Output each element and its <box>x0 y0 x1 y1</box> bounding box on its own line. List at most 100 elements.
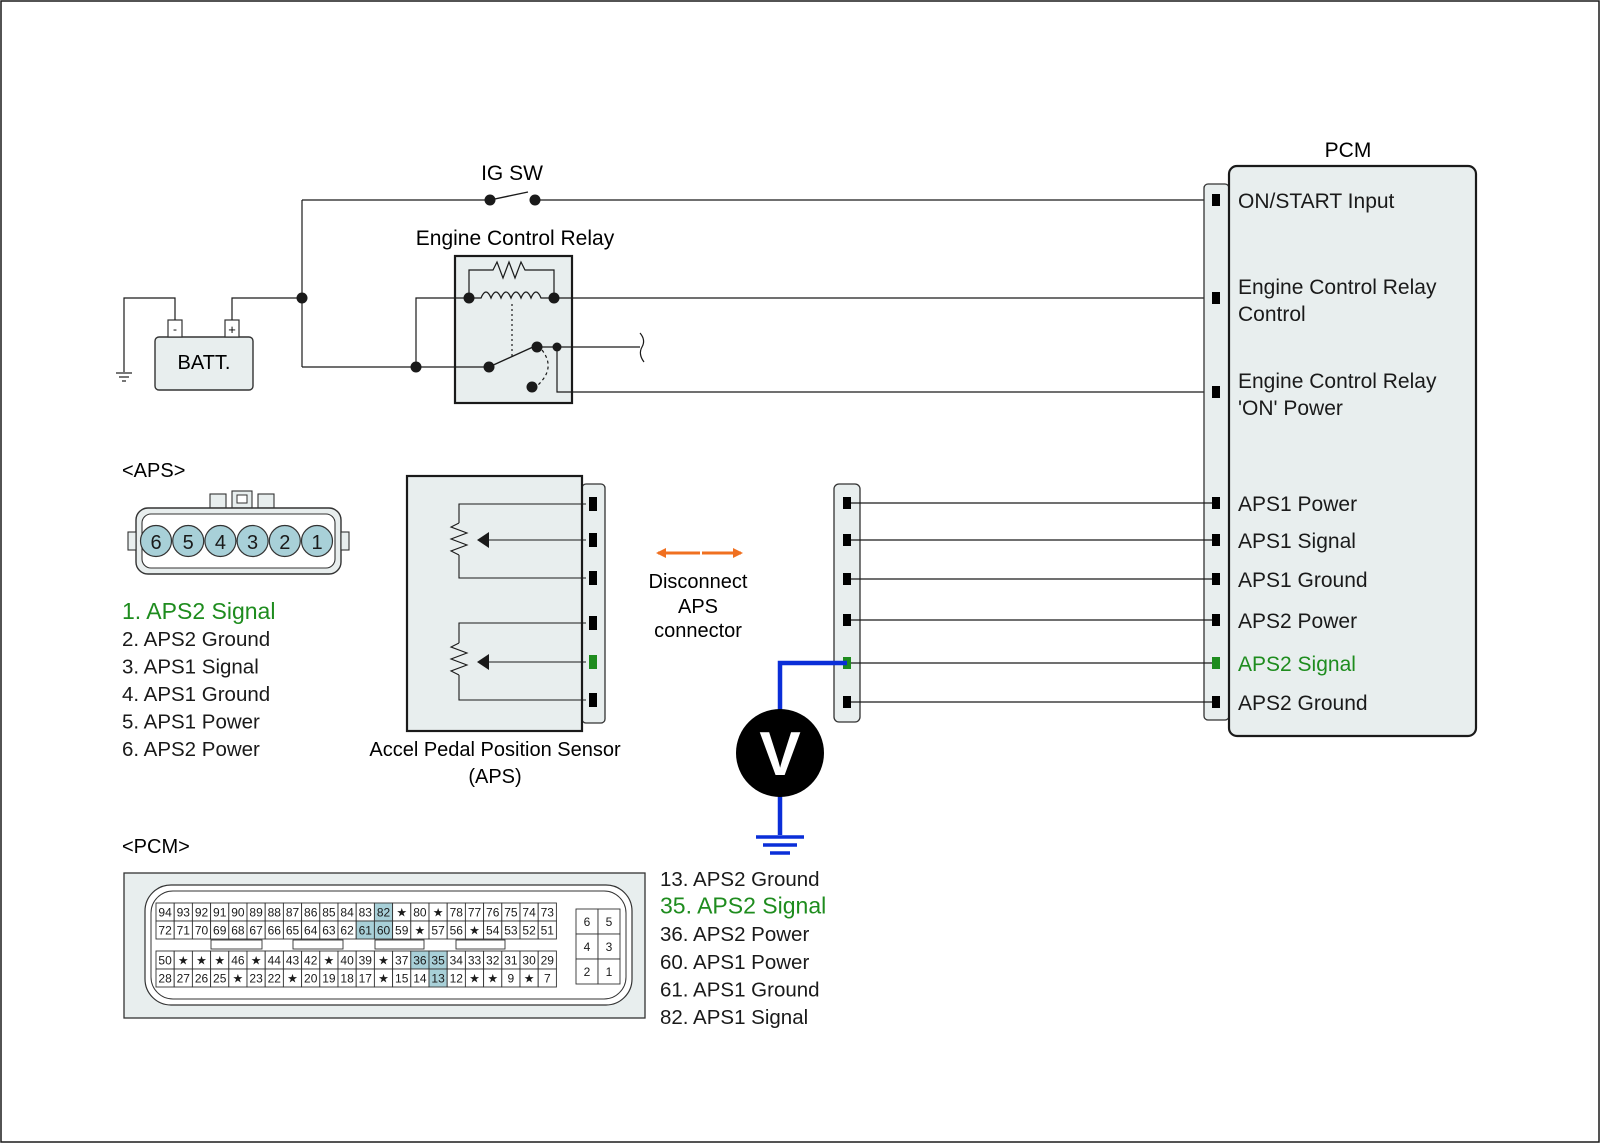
pcm-connector-pin-number: 53 <box>504 924 518 938</box>
pcm-connector-pin-number: ★ <box>196 954 207 968</box>
pcm-connector-pin-number: 67 <box>249 924 263 938</box>
sensor-pin-terminal <box>589 571 597 585</box>
sensor-pin-terminal <box>589 497 597 511</box>
aps-legend-item: 1. APS2 Signal <box>122 598 275 624</box>
pcm-connector-pin-number: 23 <box>249 972 263 986</box>
pcm-connector-key <box>374 939 425 950</box>
sensor-pin-terminal <box>589 533 597 547</box>
pcm-connector-pin-number: 32 <box>486 954 500 968</box>
pcm-legend-item: 36. APS2 Power <box>660 923 809 946</box>
pcm-connector-pin-number: 86 <box>304 906 318 920</box>
sensor-label-line2: (APS) <box>468 766 521 788</box>
igsw-label: IG SW <box>481 162 543 185</box>
pcm-connector-pin-number: 87 <box>286 906 300 920</box>
pcm-pin-label: APS2 Power <box>1238 610 1357 633</box>
pcm-pin-label: APS1 Ground <box>1238 569 1368 592</box>
pcm-connector-pin-number: 43 <box>286 954 300 968</box>
pcm-pin-terminal <box>1212 696 1220 708</box>
pcm-connector-pin-number: ★ <box>415 924 426 938</box>
pcm-connector-pin-number: 19 <box>322 972 336 986</box>
pcm-connector-pin-number: 46 <box>231 954 245 968</box>
pcm-connector-pin-number: 82 <box>377 906 391 920</box>
sensor-pin-terminal <box>589 655 597 669</box>
battery-label: BATT. <box>178 352 231 374</box>
pcm-connector-pin-number: 57 <box>431 924 445 938</box>
ground-symbol-battery <box>116 372 132 382</box>
pcm-connector-key <box>292 939 344 950</box>
aps-legend-item: 6. APS2 Power <box>122 738 260 761</box>
harness-pin-terminal <box>843 534 851 546</box>
pcm-connector-pin-number: 36 <box>413 954 427 968</box>
pcm-connector-pin-number: 35 <box>431 954 445 968</box>
pcm-connector-pin-number: ★ <box>287 972 298 986</box>
pcm-connector-pin-number: 37 <box>395 954 409 968</box>
sensor-label-line1: Accel Pedal Position Sensor <box>369 739 621 761</box>
aps-connector-pin <box>300 524 334 558</box>
pcm-title: PCM <box>1325 139 1372 162</box>
pcm-pin-terminal <box>1212 194 1220 206</box>
pcm-pin-terminal <box>1212 614 1220 626</box>
pcm-connector-pin-number: ★ <box>378 954 389 968</box>
sensor-pin-terminal <box>589 693 597 707</box>
pcm-connector-small-pin-number: 1 <box>606 965 613 979</box>
pcm-connector-pin-number: ★ <box>214 954 225 968</box>
pcm-connector-pin-number: 12 <box>450 972 464 986</box>
pcm-connector-pin-number: 89 <box>249 906 263 920</box>
pcm-connector-pin-number: 72 <box>158 924 172 938</box>
pcm-legend-item: 35. APS2 Signal <box>660 893 826 919</box>
harness-connector <box>833 483 861 723</box>
pcm-connector-pin-number: 31 <box>504 954 518 968</box>
pcm-connector-pin-number: ★ <box>524 972 535 986</box>
pcm-connector-cell <box>537 920 557 940</box>
aps-legend-item: 4. APS1 Ground <box>122 683 270 706</box>
aps-connector-pin <box>268 524 301 558</box>
pcm-connector-pin-number: ★ <box>396 906 407 920</box>
pcm-connector-pin-number: ★ <box>251 954 262 968</box>
harness-pin-terminal <box>843 696 851 708</box>
pcm-connector-small-pin-number: 4 <box>584 940 591 954</box>
pcm-connector-small-pin-number: 5 <box>606 915 613 929</box>
pcm-connector-pin-number: ★ <box>233 972 244 986</box>
pcm-connector-pin-number: ★ <box>324 954 335 968</box>
pcm-connector-pin-number: 91 <box>213 906 227 920</box>
pcm-connector-header: <PCM> <box>122 836 190 858</box>
battery: - + BATT. <box>154 319 254 391</box>
pcm-pin-label: APS1 Power <box>1238 493 1357 516</box>
pcm-module <box>1203 164 1478 738</box>
disconnect-label-line3: connector <box>654 620 742 642</box>
pcm-connector-pin-number: 74 <box>522 906 536 920</box>
pcm-connector-pin-number: 22 <box>268 972 282 986</box>
aps-connector-pin-number: 2 <box>279 532 290 554</box>
battery-neg-terminal: - <box>173 322 177 336</box>
pcm-pin-label: ON/START Input <box>1238 190 1395 213</box>
pcm-connector-pin-number: ★ <box>378 972 389 986</box>
pcm-connector-small-pin-number: 2 <box>584 965 591 979</box>
pcm-connector-pin-number: 59 <box>395 924 409 938</box>
pcm-legend-item: 61. APS1 Ground <box>660 978 820 1001</box>
pcm-connector-pin-number: 26 <box>195 972 209 986</box>
engine-control-relay <box>453 254 574 405</box>
pcm-connector-small-pin-number: 3 <box>606 940 613 954</box>
pcm-connector-pin-number: 92 <box>195 906 209 920</box>
pcm-connector-pin-number: 62 <box>340 924 354 938</box>
pcm-legend-item: 13. APS2 Ground <box>660 868 820 891</box>
pcm-connector-pin-number: 50 <box>158 954 172 968</box>
ignition-switch <box>484 191 541 206</box>
sensor-pin-terminal <box>589 616 597 630</box>
pcm-connector-pin-number: 65 <box>286 924 300 938</box>
pcm-connector-key <box>455 939 506 950</box>
pcm-connector-pin-number: 54 <box>486 924 500 938</box>
pcm-connector-pin-number: 63 <box>322 924 336 938</box>
pcm-connector-pin-number: 85 <box>322 906 336 920</box>
accel-pedal-position-sensor <box>405 474 606 733</box>
pcm-pin-label: Engine Control Relay <box>1238 276 1437 299</box>
pcm-pin-label: APS2 Signal <box>1238 653 1356 676</box>
pcm-pin-terminal <box>1212 386 1220 398</box>
pcm-pin-terminal <box>1212 497 1220 509</box>
pcm-connector-pin-number: 34 <box>450 954 464 968</box>
pcm-connector-pin-number: 20 <box>304 972 318 986</box>
aps-header: <APS> <box>122 460 185 482</box>
pcm-connector-pin-number: 15 <box>395 972 409 986</box>
pcm-connector-small-cell <box>597 958 621 985</box>
pcm-connector-pin-number: 90 <box>231 906 245 920</box>
